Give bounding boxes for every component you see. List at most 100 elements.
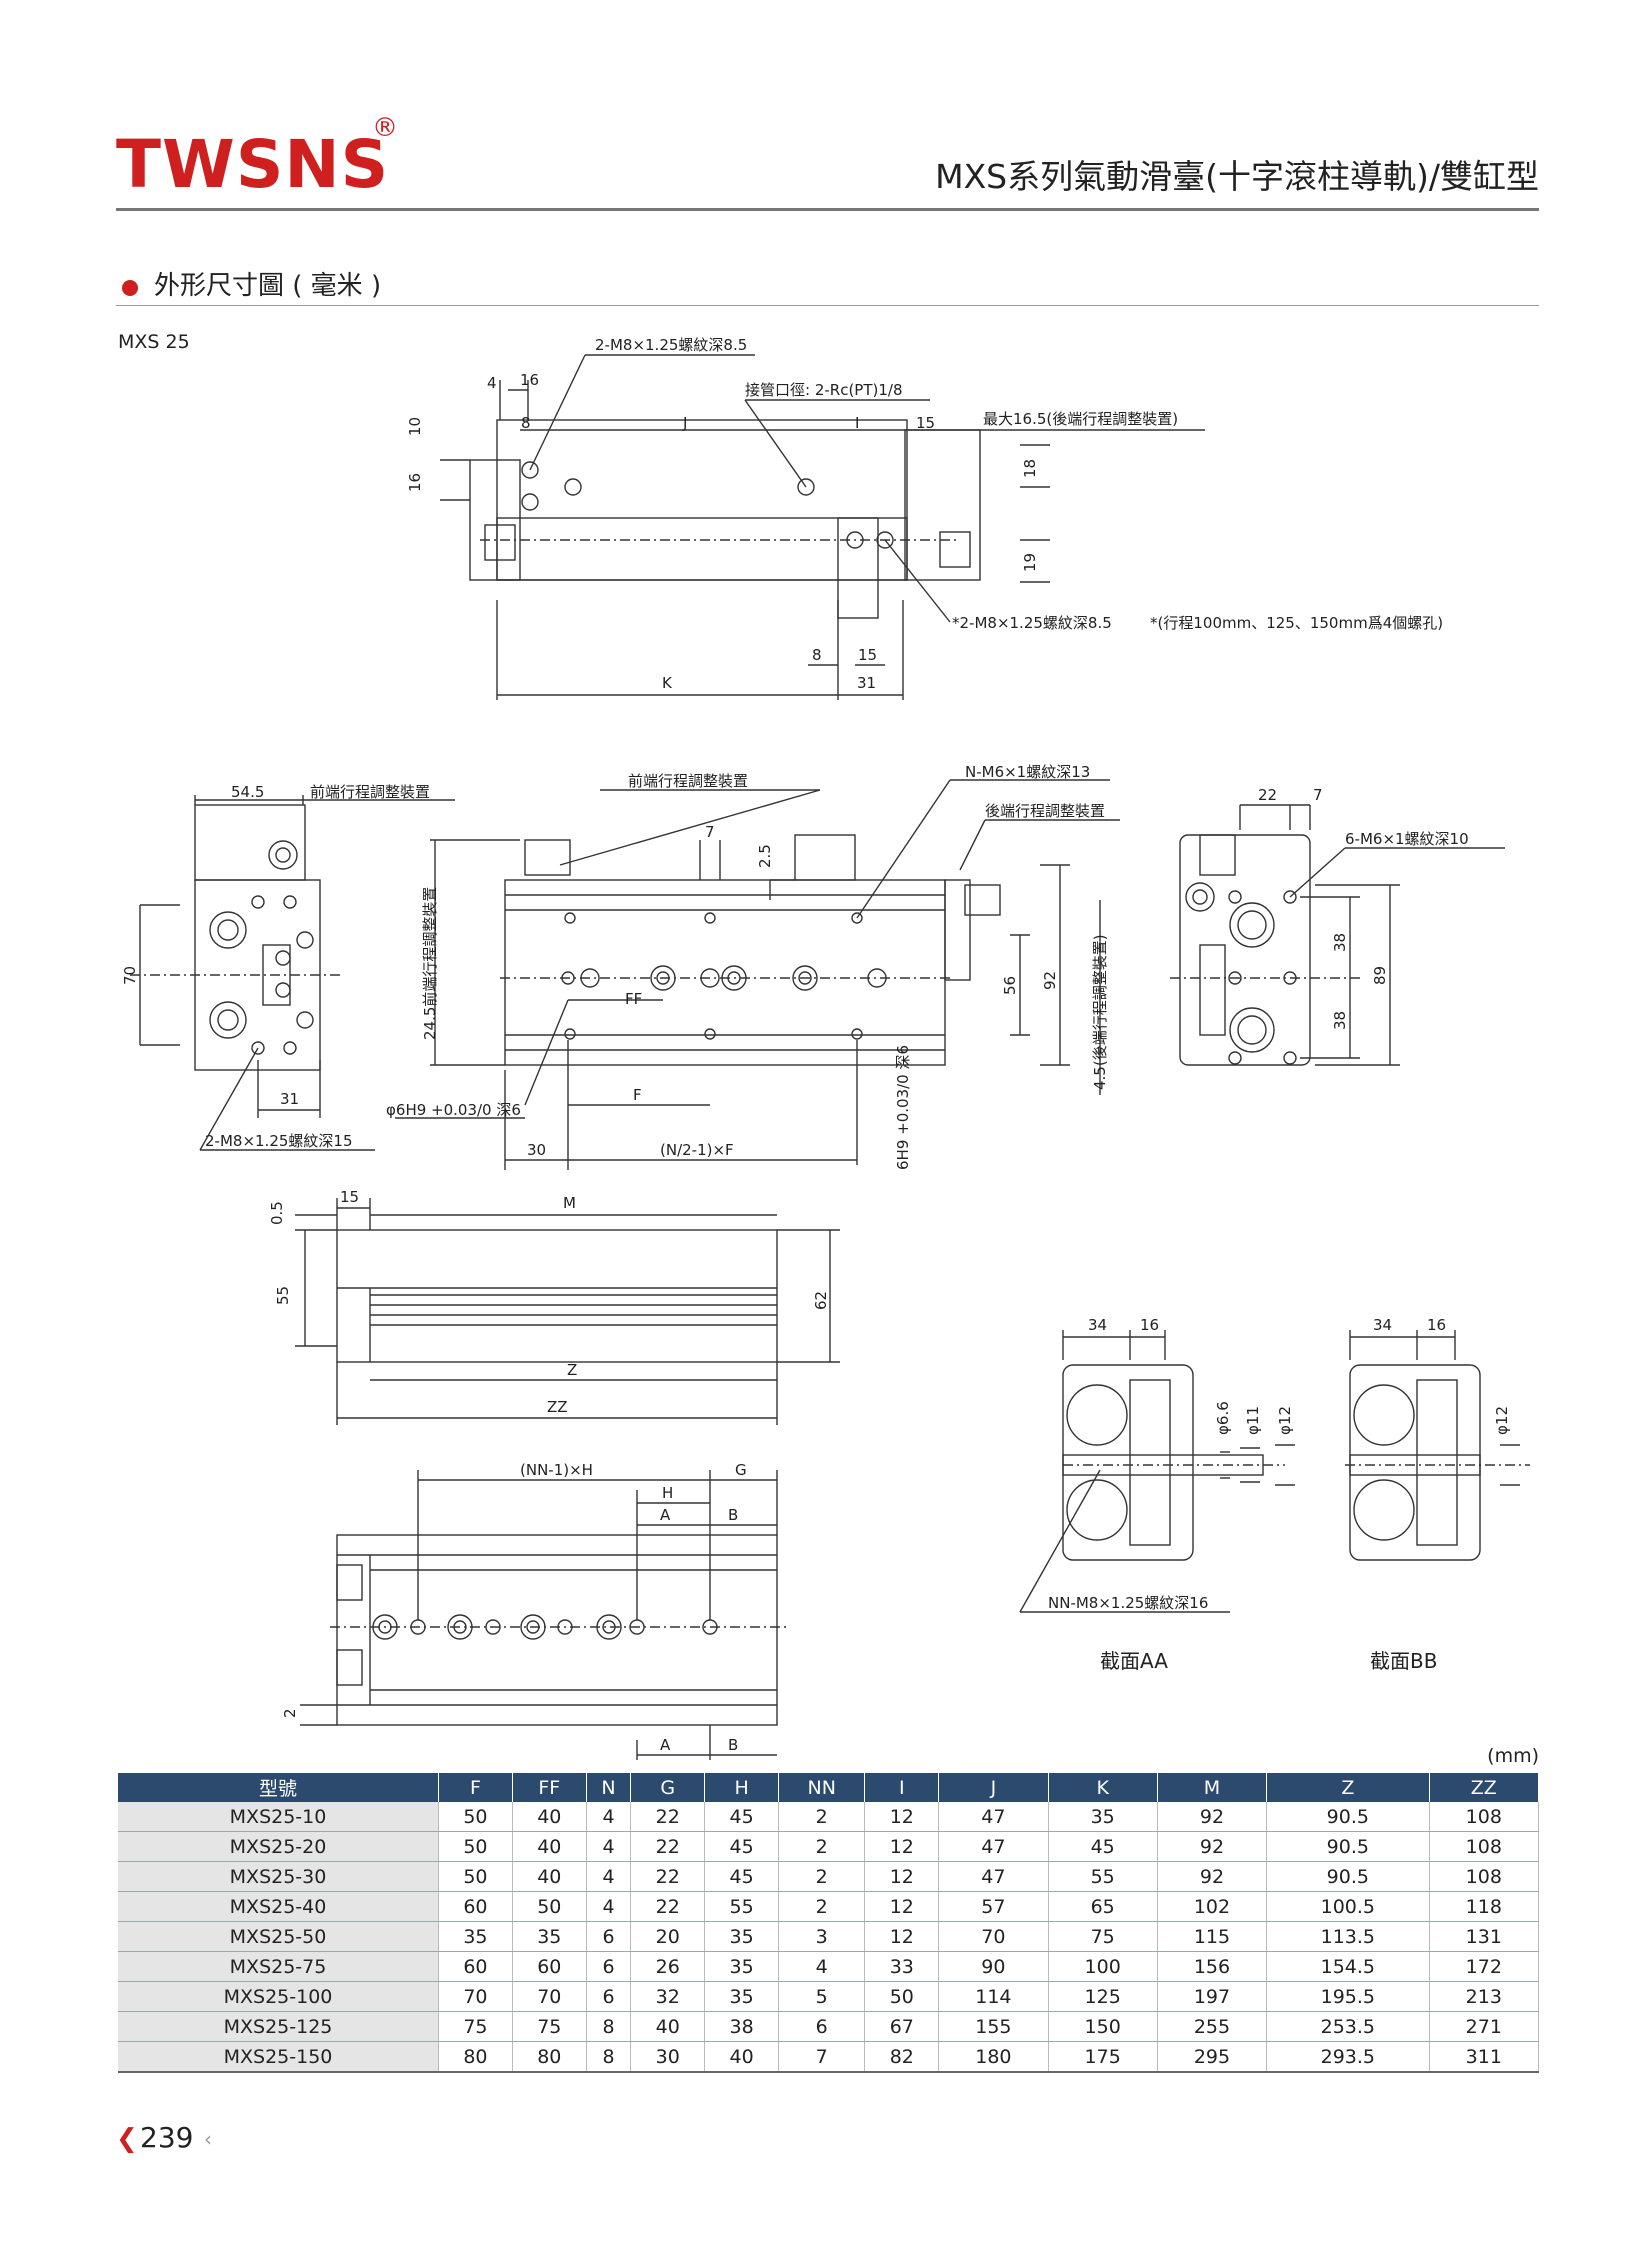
dim-92: 92 [1041,971,1059,990]
dim-ZZ: ZZ [547,1398,568,1416]
value-cell: 40 [512,1802,587,1832]
value-cell: 22 [630,1802,706,1832]
value-cell: 115 [1157,1921,1268,1952]
table-header-cell: J [938,1773,1049,1802]
value-cell: 35 [512,1921,587,1952]
dim-31-end: 31 [280,1090,299,1108]
value-cell: 3 [778,1921,866,1952]
model-cell: MXS25-40 [118,1891,439,1922]
value-cell: 20 [630,1921,706,1952]
value-cell: 155 [938,2011,1049,2042]
dim-7-side: 7 [705,823,715,841]
value-cell: 255 [1157,2011,1268,2042]
value-cell: 172 [1429,1951,1540,1982]
value-cell: 35 [704,1951,780,1982]
value-cell: 47 [938,1802,1049,1832]
bb-dim-12: φ12 [1493,1406,1511,1435]
side-pin-hole-v: 6H9 +0.03/0 深6 [894,1045,912,1170]
dim-K: K [662,674,673,692]
value-cell: 70 [512,1981,587,2012]
value-cell: 253.5 [1266,2011,1430,2042]
rear-view: 22 7 6-M6×1螺紋深10 38 38 89 [1170,786,1505,1066]
side-pin-hole: φ6H9 +0.03/0 深6 [386,1101,521,1119]
value-cell: 40 [512,1861,587,1892]
value-cell: 22 [630,1861,706,1892]
aa-tap-note: NN-M8×1.25螺紋深16 [1048,1594,1208,1612]
value-cell: 75 [512,2011,587,2042]
value-cell: 6 [778,2011,866,2042]
value-cell: 50 [512,1891,587,1922]
page-title: MXS系列氣動滑臺(十字滾柱導軌)/雙缸型 [935,157,1539,196]
value-cell: 271 [1429,2011,1540,2042]
bottom-side-view: 0.5 15 M 55 62 Z ZZ [268,1188,840,1425]
value-cell: 82 [864,2041,940,2073]
dimension-drawing: 2-M8×1.25螺紋深8.5 接管口徑: 2-Rc(PT)1/8 最大16.5… [121,336,1530,1760]
value-cell: 75 [1048,1921,1158,1952]
dim-4: 4 [487,374,497,392]
value-cell: 38 [704,2011,780,2042]
dim-10: 10 [406,417,424,436]
value-cell: 154.5 [1266,1951,1430,1982]
value-cell: 35 [438,1921,513,1952]
dim-62: 62 [812,1291,830,1310]
dim-16: 16 [520,371,539,389]
dim-54-5: 54.5 [231,783,264,801]
value-cell: 35 [704,1921,780,1952]
dim-55: 55 [274,1286,292,1305]
dim-15b: 15 [858,646,877,664]
value-cell: 4 [586,1861,632,1892]
value-cell: 2 [778,1831,866,1862]
value-cell: 60 [438,1891,513,1922]
value-cell: 114 [938,1981,1049,2012]
dim-J: J [682,414,687,432]
aa-dim-16: 16 [1140,1316,1159,1334]
value-cell: 2 [778,1891,866,1922]
value-cell: 75 [438,2011,513,2042]
aa-dim-12: φ12 [1276,1406,1294,1435]
value-cell: 47 [938,1831,1049,1862]
table-header-cell: G [630,1773,706,1802]
dim-0-5: 0.5 [268,1201,286,1225]
dim-70: 70 [121,966,139,985]
value-cell: 57 [938,1891,1049,1922]
value-cell: 90 [938,1951,1049,1982]
value-cell: 40 [630,2011,706,2042]
end-tap-note: 2-M8×1.25螺紋深15 [205,1132,353,1150]
model-cell: MXS25-100 [118,1981,439,2012]
value-cell: 55 [1048,1861,1158,1892]
top-note-stroke: *(行程100mm、125、150mm爲4個螺孔) [1150,614,1443,632]
value-cell: 70 [438,1981,513,2012]
value-cell: 30 [630,2041,706,2073]
section-bb-caption: 截面BB [1370,1649,1437,1673]
value-cell: 8 [586,2011,632,2042]
dim-56: 56 [1001,976,1019,995]
dim-8: 8 [521,414,531,432]
value-cell: 80 [512,2041,587,2073]
value-cell: 47 [938,1861,1049,1892]
section-title: 外形尺寸圖 ( 毫米 ) [154,271,382,301]
value-cell: 12 [864,1831,940,1862]
bullet-icon [122,280,138,296]
model-cell: MXS25-20 [118,1831,439,1862]
value-cell: 35 [1048,1802,1158,1832]
table-header-cell: 型號 [118,1773,439,1802]
table-header-cell: M [1157,1773,1268,1802]
top-note-max: 最大16.5(後端行程調整裝置) [983,410,1178,428]
top-view: 2-M8×1.25螺紋深8.5 接管口徑: 2-Rc(PT)1/8 最大16.5… [406,336,1443,700]
model-cell: MXS25-125 [118,2011,439,2042]
value-cell: 156 [1157,1951,1268,1982]
side-rear-adjust-v: 4.5(後端行程調整裝置) [1091,934,1109,1090]
end-view: 54.5 前端行程調整裝置 70 31 2-M8×1.25螺紋深15 [121,783,455,1151]
dim-F: F [633,1086,642,1104]
value-cell: 4 [586,1831,632,1862]
top-note-tap: 2-M8×1.25螺紋深8.5 [595,336,747,354]
value-cell: 92 [1157,1831,1268,1862]
value-cell: 26 [630,1951,706,1982]
table-header-cell: K [1048,1773,1158,1802]
